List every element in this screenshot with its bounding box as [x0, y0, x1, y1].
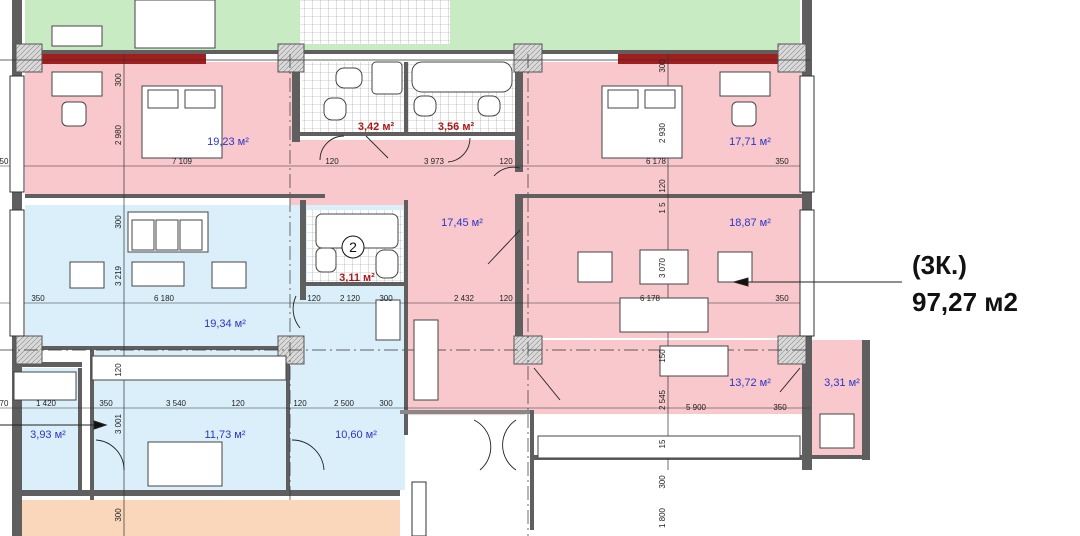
svg-text:2 432: 2 432	[454, 294, 475, 303]
svg-text:6 178: 6 178	[640, 294, 661, 303]
svg-text:300: 300	[658, 475, 667, 489]
area-blue-balcony: 3,93 м²	[30, 429, 66, 441]
orange-room-fill	[20, 500, 400, 536]
area-blue-hall: 10,60 м²	[335, 429, 377, 441]
door-swings	[95, 135, 801, 471]
svg-text:300: 300	[114, 73, 123, 87]
svg-text:300: 300	[658, 59, 667, 73]
svg-text:150: 150	[658, 349, 667, 363]
area-pink-balcony: 3,31 м²	[824, 377, 860, 389]
furniture	[13, 0, 855, 487]
svg-text:2 980: 2 980	[114, 124, 123, 145]
svg-text:300: 300	[379, 399, 393, 408]
svg-text:3 540: 3 540	[166, 399, 187, 408]
apartment-type-label: (3К.)	[912, 250, 967, 280]
svg-text:1 800: 1 800	[658, 507, 667, 528]
svg-text:120: 120	[307, 294, 321, 303]
area-bedroom-left: 19,23 м²	[207, 136, 249, 148]
svg-text:15: 15	[658, 439, 667, 448]
vertical-dimension-texts: 300 2 980 300 3 219 3 001 300 300 2 930 …	[114, 59, 667, 528]
desk-right	[719, 71, 771, 97]
svg-text:350: 350	[775, 157, 789, 166]
svg-text:2 500: 2 500	[334, 399, 355, 408]
svg-text:50: 50	[0, 157, 9, 166]
area-kitchen-blue: 11,73 м²	[205, 429, 246, 441]
svg-text:7 109: 7 109	[172, 157, 193, 166]
dimension-texts: 7 109 3 973 120 120 6 178 350 50 350 6 1…	[0, 157, 789, 412]
room-marker-number: 2	[349, 239, 357, 255]
apartment-total-area: 97,27 м2	[912, 287, 1018, 317]
desk-left	[51, 71, 103, 97]
svg-text:350: 350	[775, 294, 789, 303]
svg-text:2 120: 2 120	[340, 294, 361, 303]
svg-text:120: 120	[114, 363, 123, 377]
area-bedroom-right: 17,71 м²	[729, 136, 771, 148]
windows	[9, 75, 815, 536]
svg-text:3 001: 3 001	[114, 413, 123, 434]
area-living: 18,87 м²	[729, 217, 771, 229]
pointer-lines	[0, 277, 902, 430]
svg-text:3 219: 3 219	[114, 265, 123, 286]
area-wc-1: 3,42 м²	[358, 121, 395, 133]
svg-text:3 973: 3 973	[424, 157, 445, 166]
svg-text:6 178: 6 178	[646, 157, 667, 166]
svg-text:350: 350	[31, 294, 45, 303]
area-hall: 17,45 м²	[441, 217, 483, 229]
area-wc-2: 3,56 м²	[438, 121, 475, 133]
dining-table-blue	[147, 441, 223, 487]
svg-text:350: 350	[99, 399, 113, 408]
svg-text:70: 70	[0, 399, 9, 408]
svg-text:2 545: 2 545	[658, 389, 667, 410]
svg-text:1 420: 1 420	[36, 399, 57, 408]
svg-text:5 900: 5 900	[686, 403, 707, 412]
svg-text:1 5: 1 5	[658, 202, 667, 214]
svg-text:120: 120	[325, 157, 339, 166]
sofa-living	[619, 297, 709, 333]
svg-text:300: 300	[114, 508, 123, 522]
svg-text:120: 120	[658, 179, 667, 193]
svg-text:120: 120	[499, 294, 513, 303]
room-marker-circle	[341, 235, 365, 259]
area-kitchen: 13,72 м²	[729, 377, 771, 389]
svg-text:300: 300	[114, 215, 123, 229]
svg-text:2 930: 2 930	[658, 122, 667, 143]
svg-text:350: 350	[773, 403, 787, 412]
bed-top-left	[134, 0, 216, 49]
svg-text:120: 120	[499, 157, 513, 166]
top-bath-tiles	[300, 0, 450, 44]
area-bath-small: 3,11 м²	[339, 272, 375, 284]
dining-table-pink	[659, 345, 729, 377]
area-labels: 19,23 м² 3,42 м² 3,56 м² 17,71 м² 17,45 …	[30, 121, 860, 441]
svg-text:6 180: 6 180	[154, 294, 175, 303]
svg-text:120: 120	[293, 399, 307, 408]
svg-text:120: 120	[231, 399, 245, 408]
svg-text:300: 300	[379, 294, 393, 303]
area-blue-room: 19,34 м²	[204, 318, 246, 330]
svg-text:3 070: 3 070	[658, 257, 667, 278]
